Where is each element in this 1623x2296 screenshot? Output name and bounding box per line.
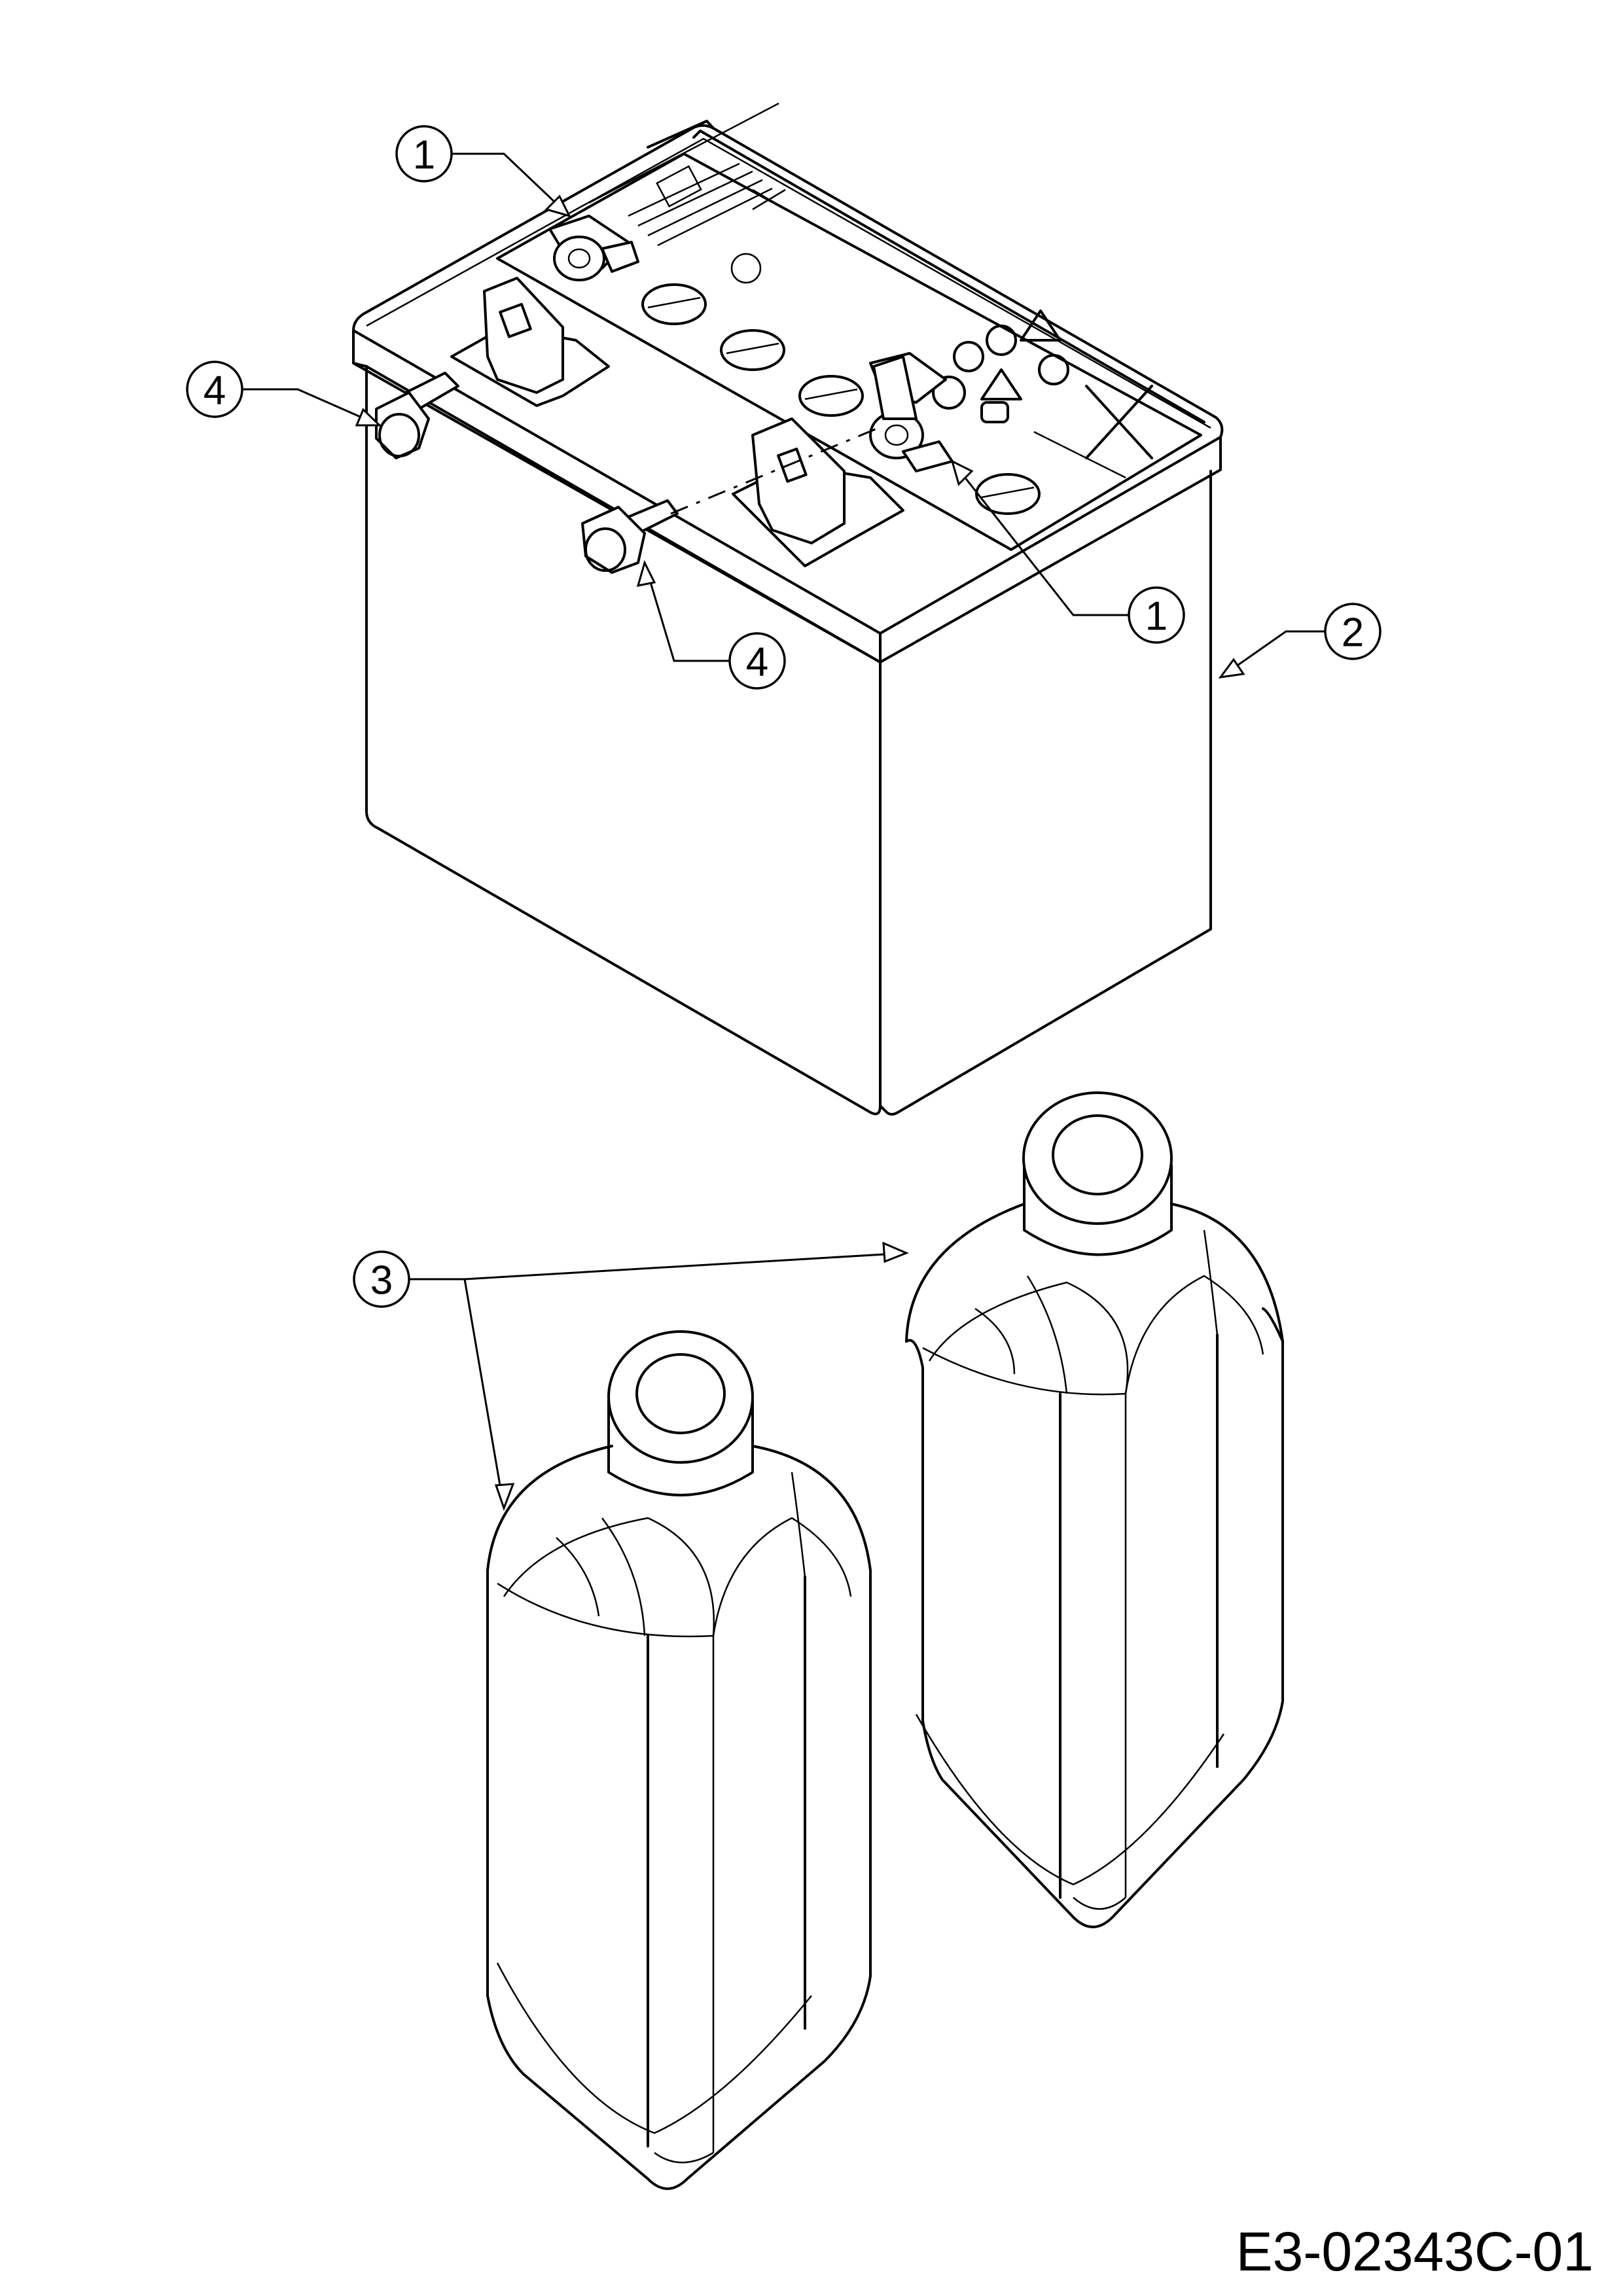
vent-holes: [643, 285, 1039, 514]
battery-vent-cap-top: [550, 216, 638, 280]
bolt-centerline: [671, 429, 877, 514]
acid-bottle-back: [906, 1093, 1283, 1927]
callout-4-top: 4: [187, 362, 242, 417]
callout-2-label: 2: [1342, 610, 1364, 656]
callout-1-top: 1: [397, 126, 452, 181]
callout-4-bottom: 4: [730, 633, 785, 688]
acid-bottle-front: [488, 1332, 870, 2189]
label-markings: [628, 164, 1152, 478]
callout-1-top-label: 1: [413, 133, 435, 178]
terminal-bolt-bottom: [582, 501, 677, 573]
callout-4-bottom-label: 4: [746, 640, 768, 685]
leader-lines: [242, 154, 1325, 1508]
battery-vent-cap-right: [870, 353, 952, 471]
terminal-bolt-top: [376, 373, 458, 458]
callout-1-right: 1: [1129, 588, 1184, 643]
callout-2: 2: [1325, 604, 1380, 659]
callout-3-label: 3: [370, 1258, 393, 1303]
callout-1-right-label: 1: [1145, 594, 1168, 639]
drawing-code: E3-02343C-01: [1236, 2221, 1594, 2282]
battery: [353, 103, 1222, 1114]
callout-3: 3: [354, 1252, 409, 1307]
callout-4-top-label: 4: [204, 368, 226, 414]
terminal-post-left: [452, 278, 609, 406]
